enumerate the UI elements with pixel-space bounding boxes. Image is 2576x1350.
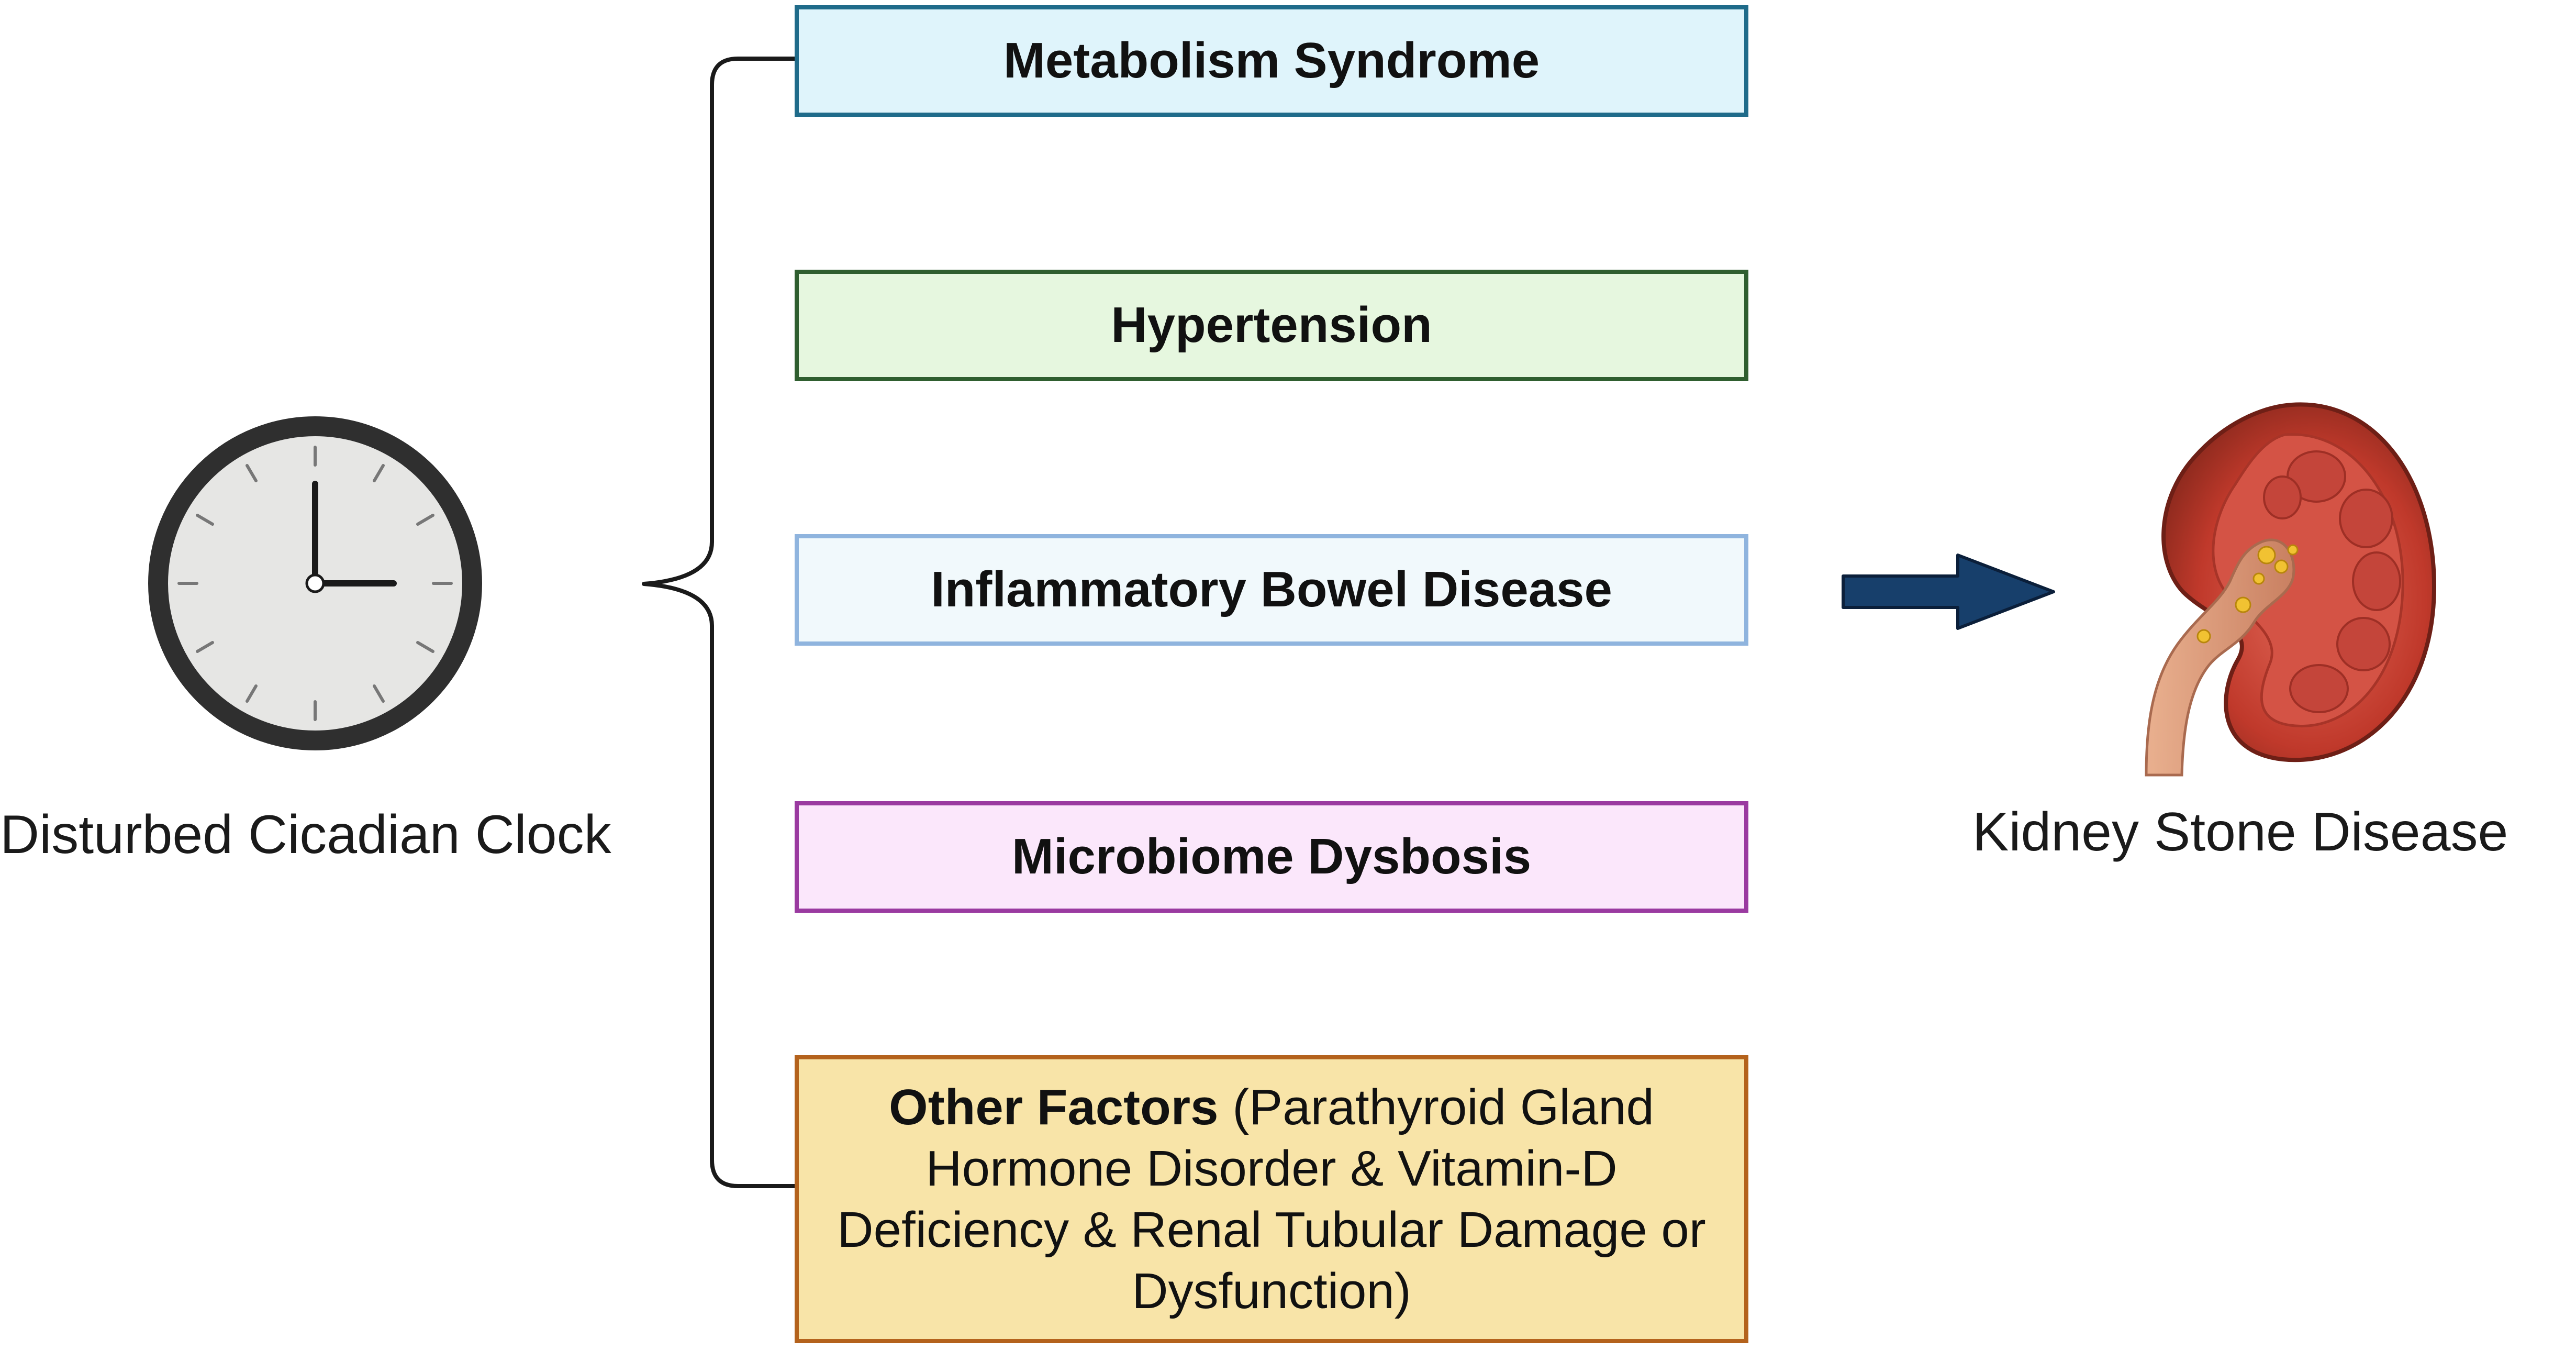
other-factors-text: Other Factors (Parathyroid Gland Hormone… [799, 1077, 1744, 1322]
clock-label: Disturbed Cicadian Clock [0, 804, 611, 865]
factor-hypertension: Hypertension [795, 270, 1748, 381]
other-factors-title: Other Factors [889, 1079, 1219, 1135]
factor-label: Hypertension [1111, 297, 1432, 353]
arrow-right-icon [1842, 554, 2055, 630]
clock-icon [148, 416, 482, 750]
other-factors-detail: (Parathyroid Gland Hormone Disorder & Vi… [837, 1079, 1706, 1320]
factor-metabolism-syndrome: Metabolism Syndrome [795, 5, 1748, 117]
brace-connector [642, 57, 796, 1188]
factor-label: Microbiome Dysbosis [1011, 828, 1532, 885]
factor-label: Inflammatory Bowel Disease [931, 561, 1612, 618]
kidney-icon [2145, 402, 2437, 777]
factor-other-factors: Other Factors (Parathyroid Gland Hormone… [795, 1055, 1748, 1343]
factor-inflammatory-bowel-disease: Inflammatory Bowel Disease [795, 534, 1748, 646]
factor-label: Metabolism Syndrome [1003, 32, 1540, 89]
factor-microbiome-dysbosis: Microbiome Dysbosis [795, 801, 1748, 913]
kidney-label: Kidney Stone Disease [1972, 802, 2508, 862]
